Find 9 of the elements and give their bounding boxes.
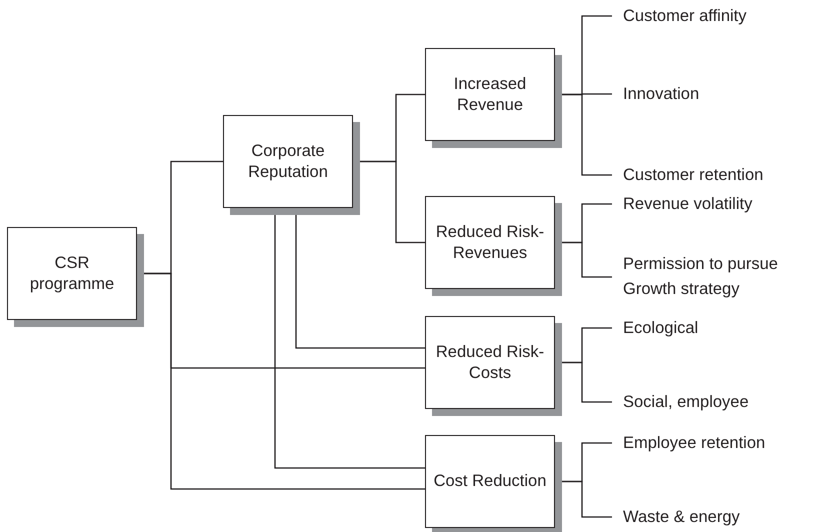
- branch-label: Customer affinity: [612, 4, 822, 28]
- branch-label: Waste & energy: [612, 504, 822, 530]
- branch-label: Revenue volatility: [612, 192, 822, 216]
- branch-label: Innovation: [612, 82, 822, 106]
- branch-label: Permission to pursue Growth strategy: [612, 252, 822, 302]
- branch-label: Social, employee: [612, 390, 822, 414]
- branch-label: Ecological: [612, 316, 822, 340]
- branch-label: Customer retention: [612, 162, 822, 188]
- branch-label: Employee retention: [612, 430, 822, 456]
